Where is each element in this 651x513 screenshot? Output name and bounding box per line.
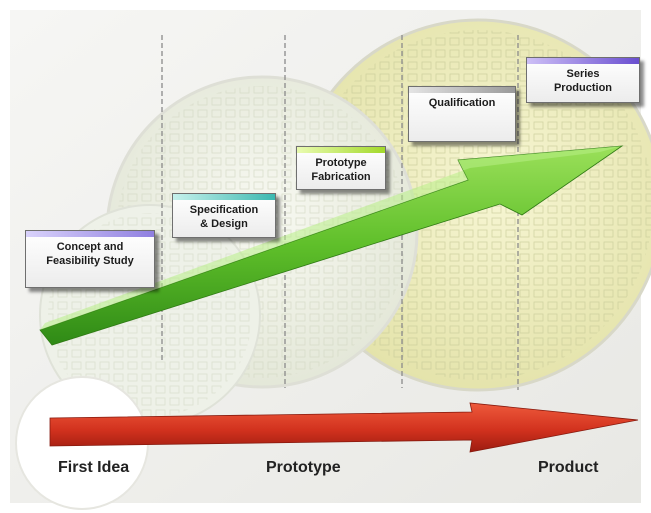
stage-label: Concept and Feasibility Study <box>46 241 134 267</box>
stage-box-specification: Specification & Design <box>172 193 276 238</box>
stage-label: Prototype Fabrication <box>311 157 371 183</box>
stage-accent-concept <box>26 231 154 237</box>
stage-label: Series Production <box>553 68 613 94</box>
timeline-label-first-idea: First Idea <box>58 459 130 476</box>
stage-box-qualification: Qualification <box>408 86 516 142</box>
stage-accent-qualification <box>409 87 515 93</box>
stage-accent-specification <box>173 194 275 200</box>
timeline-label-prototype: Prototype <box>266 459 341 476</box>
green-progress-arrow <box>39 145 624 346</box>
timeline-label-product: Product <box>538 459 599 476</box>
stage-accent-series <box>527 58 639 64</box>
stage-box-prototype-fabrication: Prototype Fabrication <box>296 146 386 190</box>
red-timeline-arrow <box>49 402 639 453</box>
stage-box-series-production: Series Production <box>526 57 640 103</box>
stage-accent-prototype <box>297 147 385 153</box>
stage-label: Specification & Design <box>189 204 259 230</box>
stage-box-concept: Concept and Feasibility Study <box>25 230 155 288</box>
stage-label: Qualification <box>428 97 496 109</box>
